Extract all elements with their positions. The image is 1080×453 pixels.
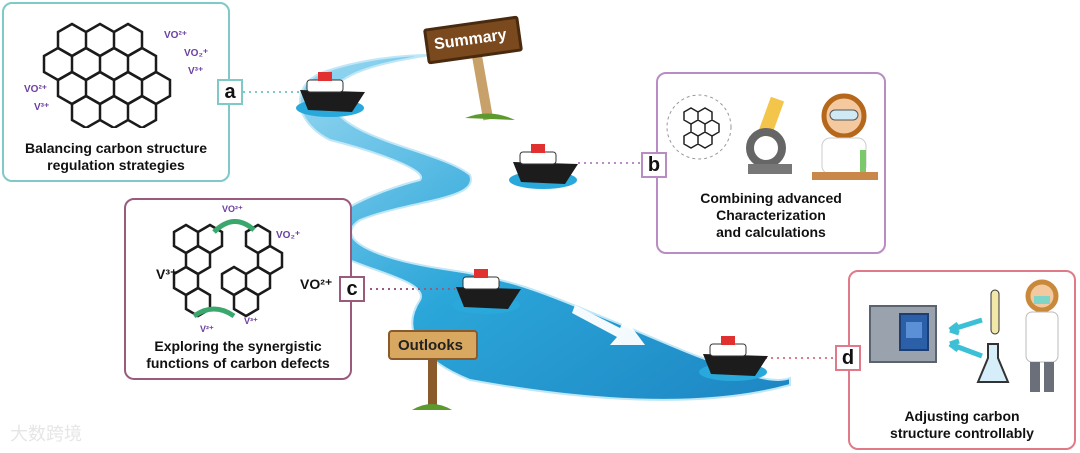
- panel-c-tag: c: [339, 276, 365, 302]
- panel-a: VO²⁺ VO₂⁺ V³⁺ VO²⁺ V³⁺ Balancing carbon …: [2, 2, 230, 182]
- ion-label: V³⁺: [34, 102, 50, 113]
- graphene-lattice-icon: [42, 22, 172, 128]
- microscope-icon: [746, 96, 792, 174]
- ion-label: V³⁺: [156, 266, 178, 282]
- panel-b-caption: Combining advanced Characterization and …: [700, 190, 842, 240]
- ion-label: VO₂⁺: [184, 48, 209, 59]
- ion-label: VO²⁺: [222, 204, 243, 214]
- connectors: [243, 91, 835, 359]
- summary-signpost: [465, 54, 515, 121]
- flow-arrows: [420, 130, 645, 345]
- ion-label: VO²⁺: [164, 30, 188, 41]
- ion-label: VO₂⁺: [276, 230, 301, 241]
- panel-b-tag: b: [641, 152, 667, 178]
- ion-label: VO²⁺: [300, 276, 333, 292]
- panel-a-tag: a: [217, 79, 243, 105]
- panel-b: Combining advanced Characterization and …: [656, 72, 886, 254]
- graphene-magnified-icon: [666, 94, 732, 160]
- river: [299, 54, 791, 401]
- boat-b: [509, 144, 578, 189]
- scientist-icon: [1025, 279, 1059, 392]
- summary-sign-label: Summary: [433, 26, 508, 54]
- outlooks-sign-label: Outlooks: [398, 337, 464, 354]
- ion-label: V³⁺: [188, 66, 204, 77]
- watermark-text: 大数跨境: [10, 424, 82, 445]
- boat-c: [452, 269, 521, 314]
- ion-label: V²⁺: [200, 324, 214, 334]
- panel-d: Adjusting carbon structure controllably: [848, 270, 1076, 450]
- defective-carbon-lattice-icon: [172, 219, 284, 319]
- panel-c: VO²⁺ VO₂⁺ V³⁺ VO²⁺ V³⁺ V²⁺ Exploring the…: [124, 198, 352, 380]
- arrows-icon: [948, 317, 983, 359]
- outlooks-sign: Outlooks: [388, 330, 478, 360]
- flask-icon: [976, 343, 1010, 383]
- panel-d-caption: Adjusting carbon structure controllably: [890, 408, 1034, 441]
- outlooks-signpost: [412, 345, 452, 410]
- panel-c-caption: Exploring the synergistic functions of c…: [146, 338, 330, 371]
- furnace-icon: [869, 305, 937, 363]
- test-tube-icon: [990, 289, 1000, 335]
- scientist-icon: [812, 93, 878, 180]
- panel-d-tag: d: [835, 345, 861, 371]
- boat-d: [699, 336, 768, 381]
- boat-a: [296, 72, 365, 117]
- watermark: 大数跨境: [10, 420, 82, 446]
- ion-label: V³⁺: [244, 316, 258, 326]
- ion-label: VO²⁺: [24, 84, 48, 95]
- panel-a-caption: Balancing carbon structure regulation st…: [24, 140, 208, 173]
